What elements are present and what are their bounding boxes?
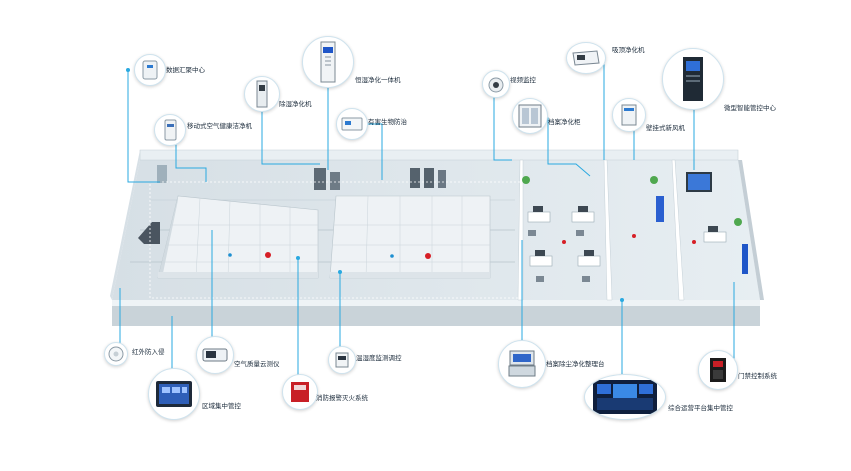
label-infrared-alarm: 红外防入侵 [132, 348, 165, 356]
mobile-air-purifier-thumb [154, 114, 186, 146]
ceiling-purifier-thumb [566, 42, 606, 74]
partition-3 [671, 159, 685, 301]
label-constant-temp-purifier: 恒湿净化一体机 [355, 76, 401, 84]
label-air-quality-monitor: 空气质量云测仪 [234, 360, 280, 368]
label-regional-control: 区域集中管控 [202, 402, 241, 410]
constant-temp-purifier-thumb [302, 36, 354, 88]
micro-control-center-thumb [662, 48, 724, 110]
mobile-air-purifier-icon [164, 119, 177, 141]
label-temp-humidity: 温湿度监测调控 [356, 354, 402, 362]
label-micro-control-center: 微型智能管控中心 [724, 104, 776, 112]
label-wall-fresh-air: 壁挂式新风机 [646, 124, 685, 132]
integrated-platform-thumb [584, 374, 666, 420]
access-control-thumb [698, 350, 738, 390]
infrared-sensor-icon [108, 346, 124, 362]
label-mobile-air-purifier: 移动式空气健康洁净机 [187, 122, 252, 130]
room-back-wall [139, 149, 739, 161]
room-left-wall [110, 150, 140, 300]
dehumidifier-icon [256, 80, 268, 108]
label-access-control: 门禁控制系统 [738, 372, 777, 380]
temp-humidity-thumb [328, 346, 356, 374]
partition-2 [603, 159, 613, 301]
room-front-edge [112, 300, 760, 306]
archive-cleaning-table-thumb [498, 340, 546, 388]
archive-cabinet-icon [518, 104, 542, 128]
dehumidifier-thumb [244, 76, 280, 112]
server-rack-icon [683, 57, 703, 101]
platform-screen-icon [593, 380, 657, 414]
infrared-alarm-thumb [104, 342, 128, 366]
air-monitor-icon [202, 348, 228, 362]
label-data-center: 数据汇聚中心 [166, 66, 205, 74]
data-center-thumb [134, 54, 166, 86]
room-base-front [112, 300, 760, 326]
archive-purifier-thumb [512, 98, 548, 134]
pest-control-thumb [336, 108, 368, 140]
label-archive-purifier: 档案净化柜 [548, 118, 581, 126]
compact-shelving-1 [157, 195, 319, 279]
fire-system-thumb [282, 374, 318, 410]
label-fire-system: 消防报警灭火系统 [316, 394, 368, 402]
ceiling-purifier-icon [572, 50, 600, 66]
compact-shelving-2 [329, 195, 491, 279]
wall-fan-icon [621, 104, 637, 126]
label-ceiling-purifier: 吸顶净化机 [612, 46, 645, 54]
video-monitor-thumb [482, 70, 510, 98]
cleaning-table-icon [508, 350, 536, 377]
label-archive-cleaning-table: 档案除尘净化整理台 [546, 360, 605, 368]
pest-control-icon [341, 117, 363, 131]
tablet-dashboard-icon [156, 381, 192, 407]
label-integrated-platform: 综合运营平台集中管控 [668, 404, 733, 412]
wall-fresh-air-thumb [612, 98, 646, 132]
constant-temp-purifier-icon [320, 41, 336, 83]
thermometer-icon [335, 352, 349, 368]
label-video-monitor: 视频监控 [510, 76, 536, 84]
room-right-wall [738, 160, 764, 300]
regional-control-thumb [148, 368, 200, 420]
data-center-icon [142, 60, 158, 80]
air-quality-monitor-thumb [196, 336, 234, 374]
fire-alarm-icon [291, 382, 309, 402]
camera-icon [488, 77, 504, 93]
label-dehumidifier: 除湿净化机 [279, 100, 312, 108]
label-pest-control: 有害生物防治 [368, 118, 407, 126]
access-panel-icon [710, 358, 726, 382]
